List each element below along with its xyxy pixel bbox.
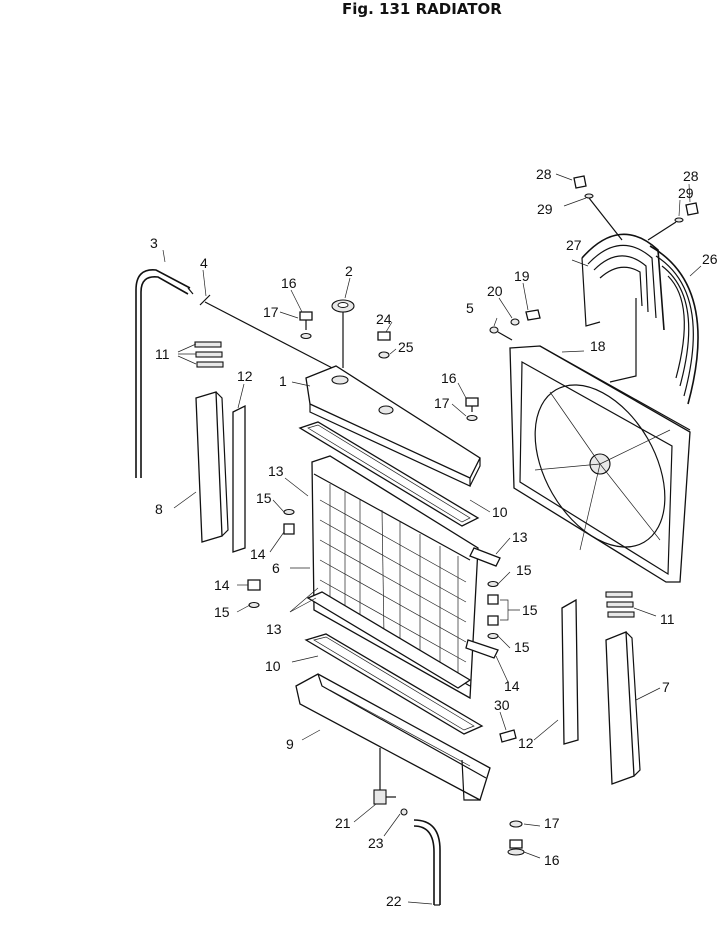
callout-7: 7 (662, 679, 670, 695)
right-seal-strip (561, 598, 579, 745)
fan-shroud-part (509, 298, 691, 583)
callout-1: 1 (279, 373, 287, 389)
filler-plug-part (377, 331, 391, 359)
callout-11a: 11 (155, 346, 170, 362)
callout-16c: 16 (544, 852, 560, 868)
figure-title: Fig. 131 RADIATOR (342, 0, 502, 18)
callout-2: 2 (345, 263, 353, 279)
callout-20: 20 (487, 283, 503, 299)
callout-21: 21 (335, 815, 351, 831)
fan-guard-part (581, 233, 665, 331)
lower-bolt-washer (507, 820, 525, 856)
callout-26: 26 (702, 251, 718, 267)
callout-22: 22 (386, 893, 402, 909)
callout-30: 30 (494, 697, 510, 713)
leader-lines (162, 173, 702, 905)
rear-fan-guard-part (649, 245, 699, 405)
bolt-set-right (605, 591, 635, 618)
callout-5: 5 (466, 300, 474, 316)
callout-23: 23 (368, 835, 384, 851)
callout-8: 8 (155, 501, 163, 517)
bolt-washer-left-b (247, 579, 261, 609)
lower-gasket (304, 633, 484, 735)
fan-hardware-part (489, 309, 541, 341)
bolt-washer-right (487, 580, 499, 640)
callout-10a: 10 (492, 504, 508, 520)
callout-4: 4 (200, 255, 208, 271)
callout-28a: 28 (536, 166, 552, 182)
callout-16b: 16 (441, 370, 457, 386)
drain-plug-part (499, 729, 517, 743)
bolt-washer-left-a (283, 508, 295, 535)
left-seal-strip (232, 404, 246, 553)
callout-15d: 15 (514, 639, 530, 655)
mounting-strip-upper-right (469, 547, 501, 567)
callout-10b: 10 (265, 658, 281, 674)
radiator-core-part (311, 455, 479, 700)
callout-15c: 15 (516, 562, 532, 578)
callout-6: 6 (272, 560, 280, 576)
hose-clamp-part (199, 294, 341, 373)
top-bolt-left (299, 311, 313, 340)
callout-29a: 29 (537, 201, 553, 217)
callout-28b: 28 (683, 168, 699, 184)
callout-27: 27 (566, 237, 582, 253)
drain-valve-part (373, 748, 396, 805)
bolt-set-left (194, 341, 224, 368)
callout-25: 25 (398, 339, 414, 355)
callout-9: 9 (286, 736, 294, 752)
radiator-cap-part (331, 299, 355, 368)
callout-12b: 12 (518, 735, 534, 751)
callout-29b: 29 (678, 185, 694, 201)
top-bolt-right (465, 397, 479, 422)
callout-17b: 17 (434, 395, 450, 411)
lower-tank-part (295, 673, 491, 801)
callout-13a: 13 (268, 463, 284, 479)
callout-16a: 16 (281, 275, 297, 291)
callout-17a: 17 (263, 304, 279, 320)
callout-13b: 13 (266, 621, 282, 637)
mounting-strip-lower-right (465, 639, 499, 659)
upper-tank-part (305, 365, 481, 487)
callout-3: 3 (150, 235, 158, 251)
callout-14b: 14 (214, 577, 230, 593)
callout-17c: 17 (544, 815, 560, 831)
callout-24: 24 (376, 311, 392, 327)
callout-12a: 12 (237, 368, 253, 384)
overflow-hose-part (135, 269, 194, 478)
drain-hose-part (400, 808, 441, 906)
right-side-plate (605, 631, 641, 785)
callout-13c: 13 (512, 529, 528, 545)
upper-gasket (298, 421, 480, 527)
callout-14c: 15 (522, 602, 538, 618)
callout-15a: 15 (256, 490, 272, 506)
callout-11b: 11 (660, 611, 675, 627)
lower-flange-strip (306, 591, 472, 689)
callout-13d: 14 (504, 678, 520, 694)
callout-19: 19 (514, 268, 530, 284)
guard-bolt-left (573, 175, 623, 241)
callout-15b: 15 (214, 604, 230, 620)
left-side-plate (195, 391, 229, 543)
callout-18: 18 (590, 338, 606, 354)
callout-14a: 14 (250, 546, 266, 562)
guard-bolt-right (647, 202, 699, 241)
